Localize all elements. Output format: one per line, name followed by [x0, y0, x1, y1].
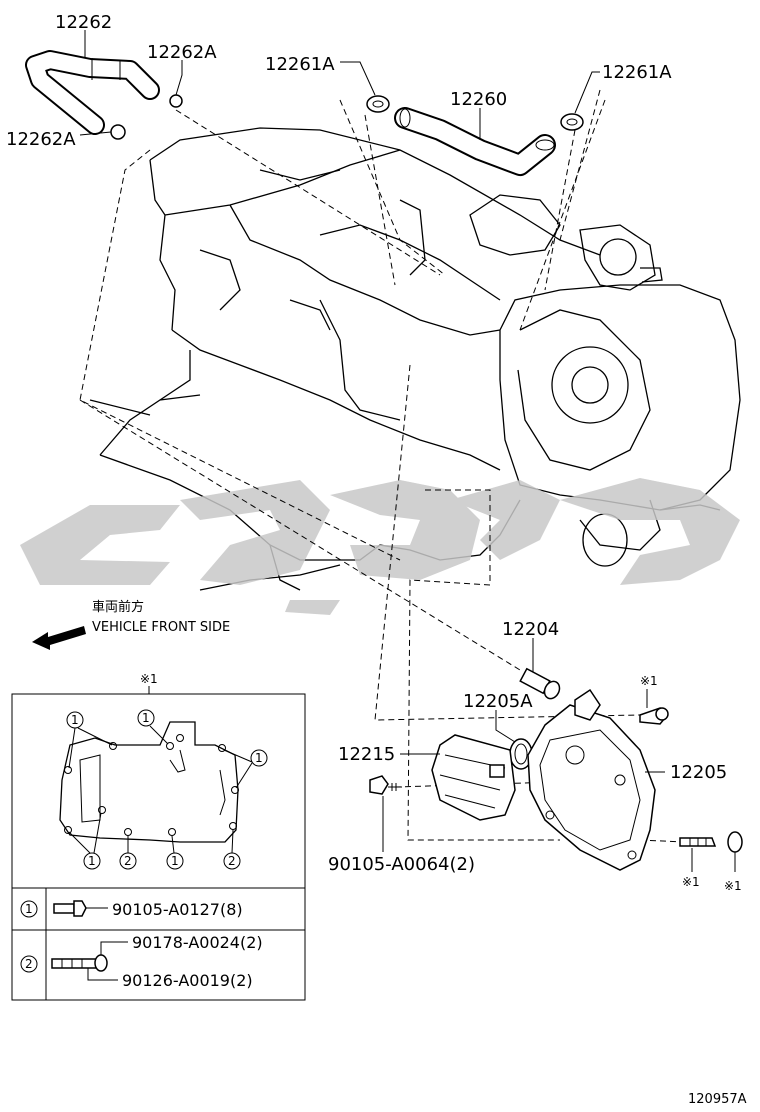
front-side-en: VEHICLE FRONT SIDE: [92, 620, 230, 635]
svg-text:1: 1: [171, 854, 179, 868]
label-12261a-left: 12261A: [265, 54, 335, 75]
hose-12262[interactable]: [25, 50, 160, 135]
svg-text:2: 2: [25, 957, 33, 971]
svg-text:1: 1: [88, 854, 96, 868]
arrow-left-icon: [32, 626, 86, 650]
inset-bolt-holes: [64, 734, 239, 836]
front-direction-indicator: 車両前方 VEHICLE FRONT SIDE: [32, 599, 230, 650]
part-leaders: [79, 30, 736, 872]
flange-nut[interactable]: [727, 831, 743, 870]
row1-bolt-icon: [53, 900, 87, 917]
pcv-valve-12204[interactable]: [519, 667, 562, 702]
front-side-jp: 車両前方: [92, 599, 144, 615]
label-12262a-top: 12262A: [147, 42, 217, 63]
label-12262: 12262: [55, 12, 112, 33]
ref-mark-nut: ※1: [724, 879, 742, 893]
row2-part-number-a: 90178-A0024(2): [132, 933, 263, 952]
row2-circle: [20, 955, 38, 973]
engine-assembly-drawing: [89, 127, 741, 591]
row2-part-number-b: 90126-A0019(2): [122, 971, 253, 990]
svg-text:1: 1: [71, 713, 79, 727]
ref-mark-stud: ※1: [682, 875, 700, 889]
svg-text:1: 1: [142, 711, 150, 725]
svg-text:2: 2: [228, 854, 236, 868]
clamp-12261a-right[interactable]: [560, 113, 584, 131]
row1-circle: [20, 900, 38, 918]
label-12261a-right: 12261A: [602, 62, 672, 83]
label-12205: 12205: [670, 762, 727, 783]
watermark-logo: [20, 478, 740, 615]
svg-text:1: 1: [255, 751, 263, 765]
label-12262a-left: 12262A: [6, 129, 76, 150]
label-12215: 12215: [338, 744, 395, 765]
oil-separator-12215[interactable]: [431, 734, 516, 821]
hose-12260[interactable]: [394, 107, 556, 176]
row1-part-number: 90105-A0127(8): [112, 900, 243, 919]
cover-12205[interactable]: [527, 688, 656, 871]
label-12204: 12204: [502, 619, 559, 640]
clamp-12262a-top[interactable]: [169, 94, 183, 108]
label-12205a: 12205A: [463, 691, 533, 712]
bolt-90105-a0064[interactable]: [369, 775, 402, 795]
svg-text:1: 1: [25, 902, 33, 916]
inset-mark: ※1: [140, 672, 158, 686]
ref-mark-top: ※1: [640, 674, 658, 688]
clamp-12262a-left[interactable]: [110, 124, 126, 140]
bolt-ref-mark[interactable]: [639, 707, 669, 725]
label-12260: 12260: [450, 89, 507, 110]
label-90105-a0064: 90105-A0064(2): [328, 854, 475, 875]
clamp-12261a-left[interactable]: [366, 95, 390, 113]
row2-stud-icon: [51, 954, 108, 972]
inset-callouts: 1 1 1 1 2 1 2: [66, 709, 268, 870]
inset-bolt-pattern: ※1 1 1: [11, 672, 306, 1001]
stud-bolt[interactable]: [679, 837, 717, 847]
figure-id: 120957A: [688, 1092, 747, 1107]
svg-text:2: 2: [124, 854, 132, 868]
